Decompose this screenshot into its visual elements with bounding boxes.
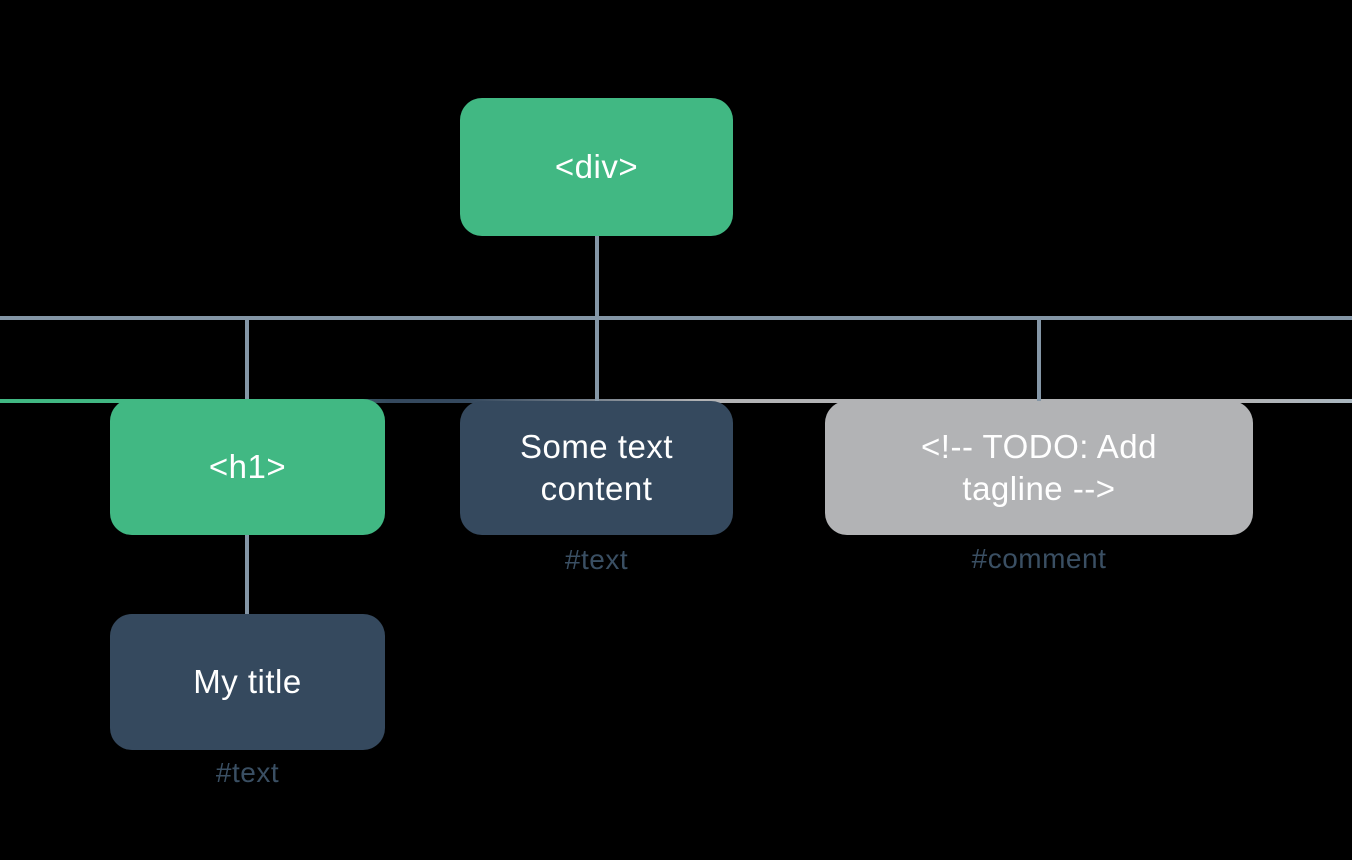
- node-my-title-label: My title: [193, 663, 302, 700]
- annotation-comment: #comment: [971, 543, 1107, 574]
- connector-rail-to-comment: [1037, 318, 1041, 401]
- node-text-content-label: Some text content: [519, 428, 674, 507]
- node-div-label: <div>: [554, 148, 639, 185]
- node-comment-label: <!-- TODO: Add tagline -->: [921, 428, 1157, 507]
- connector-rail-children: [0, 316, 1352, 320]
- node-h1-element: <h1>: [110, 399, 385, 535]
- annotation-my-title: #text: [215, 757, 280, 788]
- node-comment: <!-- TODO: Add tagline -->: [825, 401, 1253, 535]
- connector-h1-to-mytitle: [245, 535, 249, 616]
- node-h1-label: <h1>: [208, 448, 287, 485]
- connector-rail-to-h1: [245, 318, 249, 401]
- node-my-title: My title: [110, 614, 385, 750]
- annotation-text-content: #text: [564, 544, 629, 575]
- node-div-element: <div>: [460, 98, 733, 236]
- connector-div-to-rail: [595, 235, 599, 401]
- node-text-content: Some text content: [460, 401, 733, 535]
